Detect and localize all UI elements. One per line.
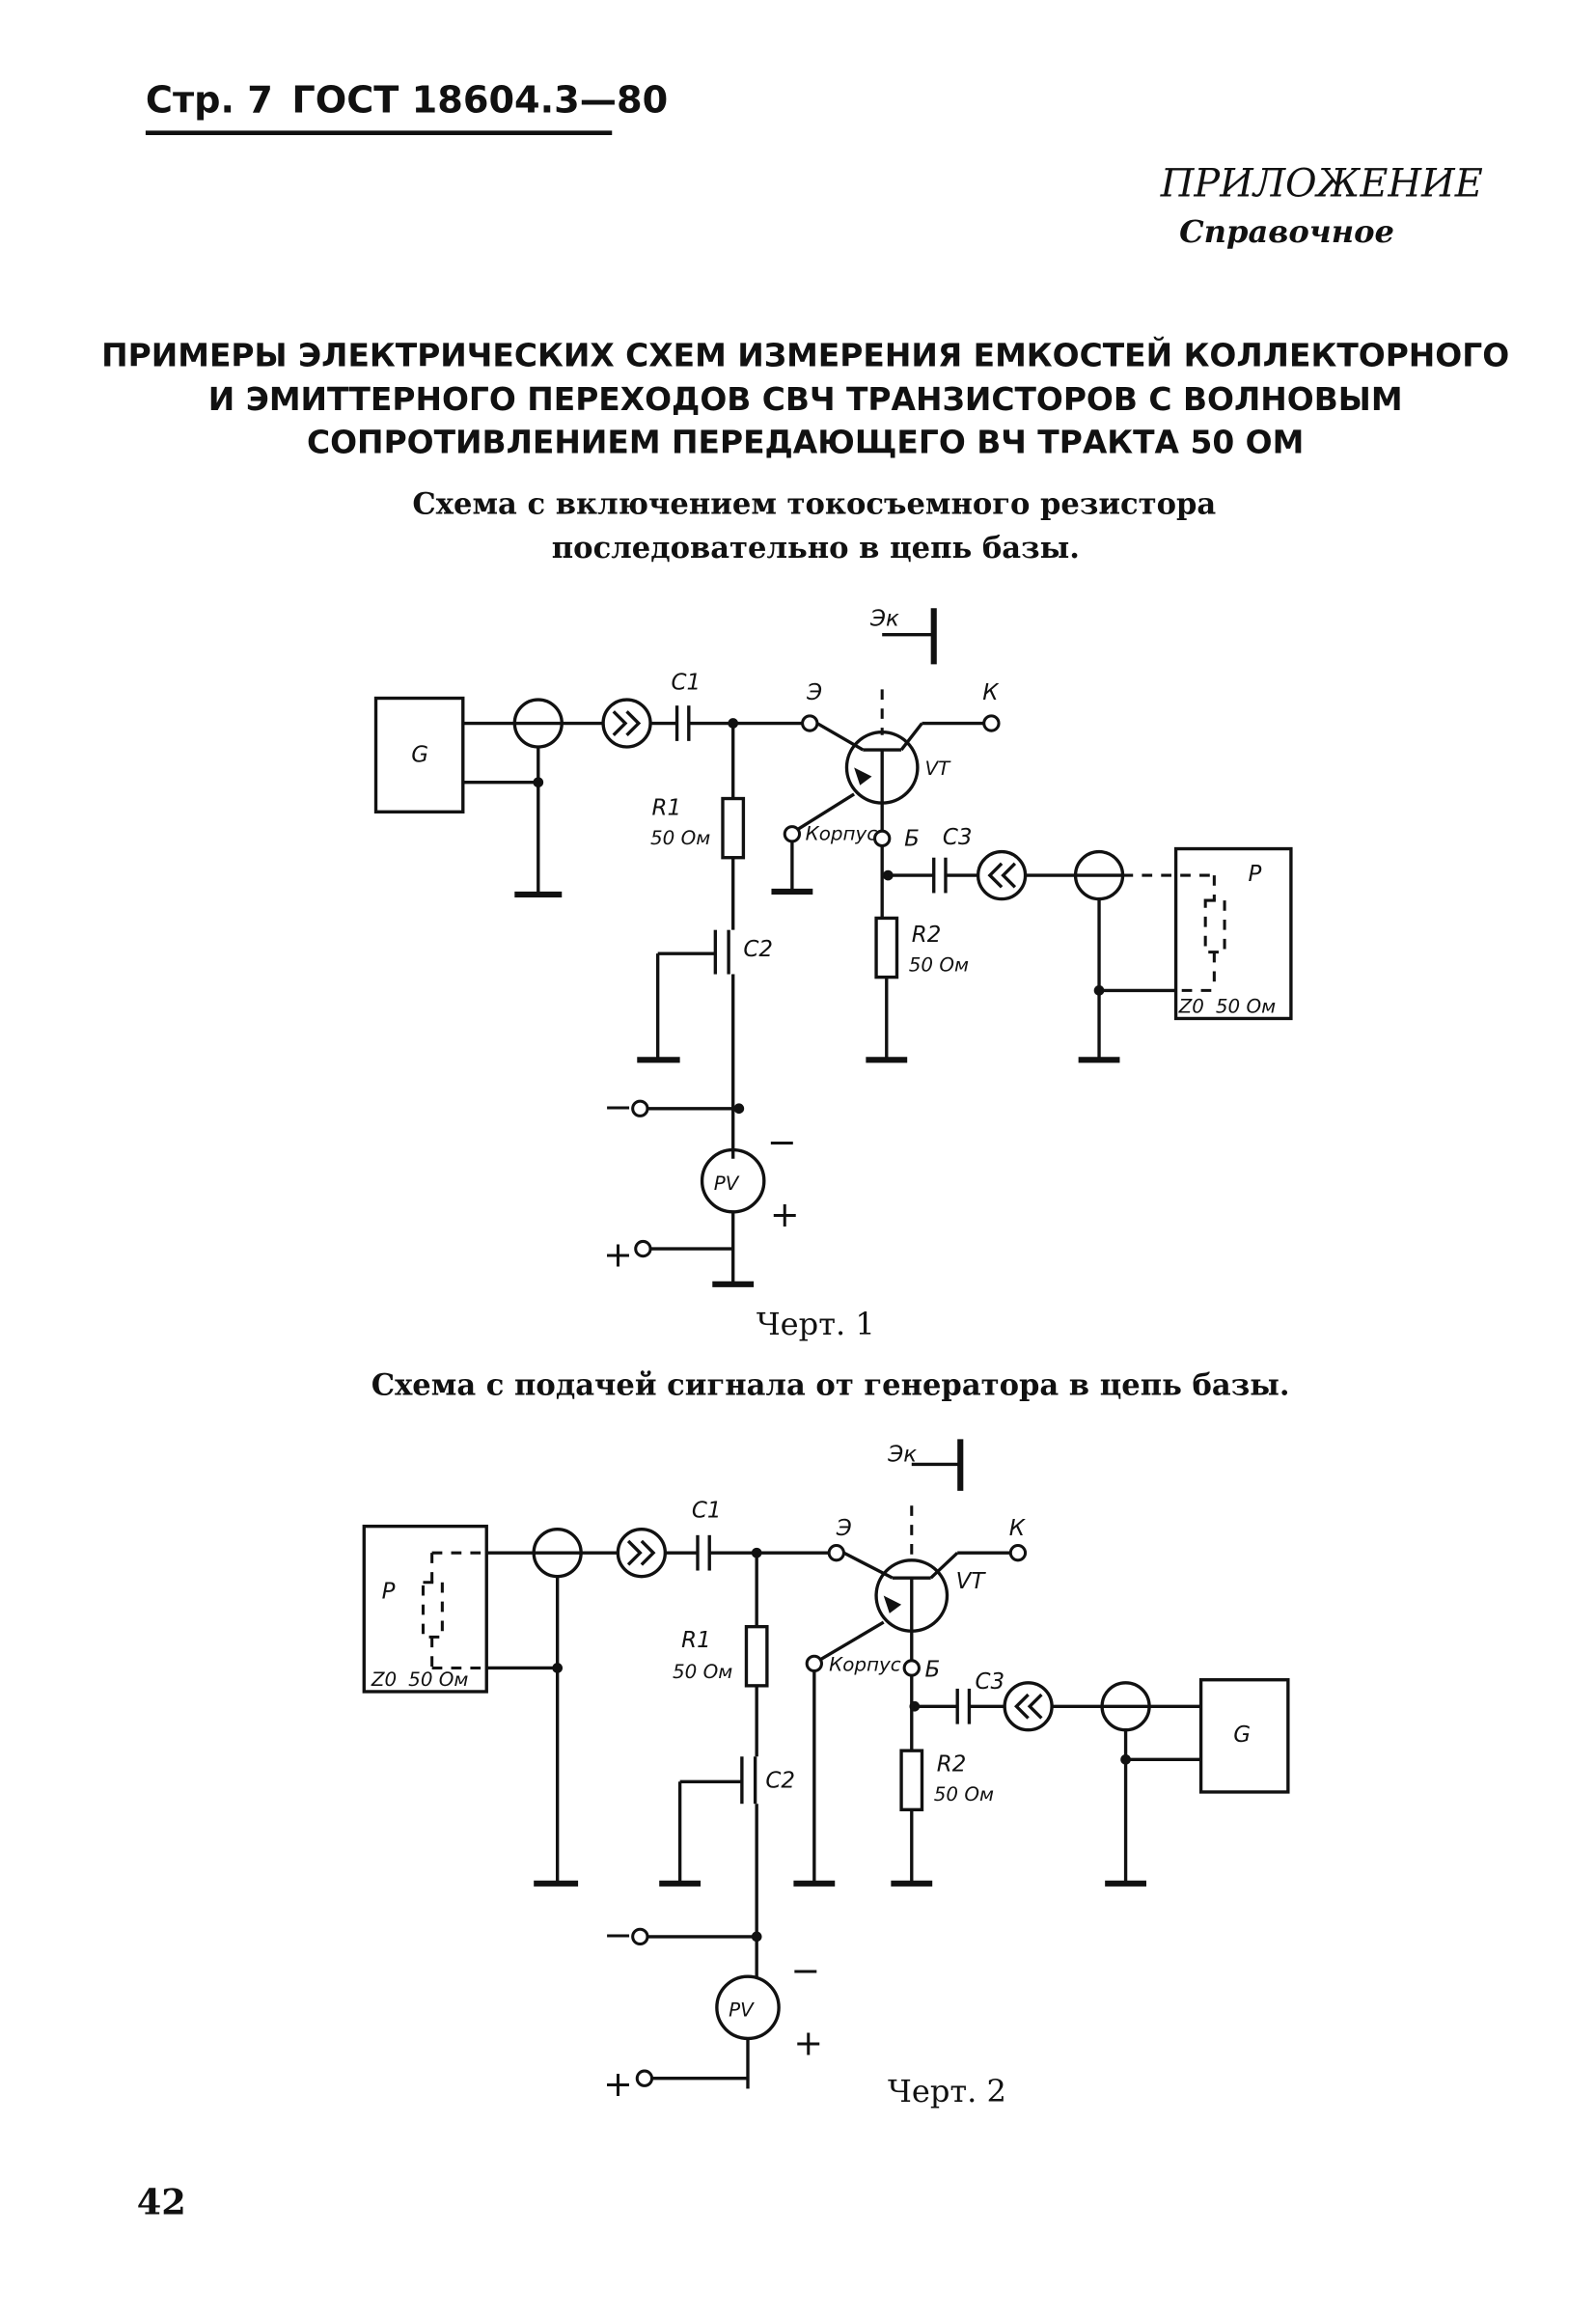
rf-connector-icon [976, 849, 1028, 901]
terminal-plus [635, 2069, 654, 2087]
case-terminal [805, 1654, 824, 1673]
heading-line-2: И ЭМИТТЕРНОГО ПЕРЕХОДОВ СВЧ ТРАНЗИСТОРОВ… [208, 380, 1403, 418]
emitter-terminal [827, 1544, 845, 1562]
r1-value: 50 Ом [650, 827, 710, 849]
rf-connector-icon [1003, 1681, 1054, 1732]
c3-label: C3 [976, 1669, 1005, 1695]
r2-value: 50 Ом [909, 954, 969, 977]
appendix-subtitle: Справочное [1179, 213, 1394, 250]
vt-label: VT [925, 758, 952, 780]
page-header: Стр. 7 ГОСТ 18604.3—80 [145, 79, 668, 135]
c1-label: C1 [692, 1498, 722, 1523]
circuit-diagram-1: G C1 R1 50 Ом C2 − P [373, 607, 1293, 1287]
resistor-r1 [721, 796, 746, 860]
c1-label: C1 [671, 670, 701, 695]
main-heading: ПРИМЕРЫ ЭЛЕКТРИЧЕСКИХ СХЕМ ИЗМЕРЕНИЯ ЕМК… [101, 335, 1509, 460]
pv-minus: − [767, 1121, 797, 1163]
r1-value: 50 Ом [673, 1661, 732, 1683]
caption-line-1: Схема с включением токосъемного резистор… [412, 486, 1216, 521]
z0-value: 50 Ом [1216, 995, 1276, 1017]
b-label: Б [904, 826, 920, 851]
circuit-diagram-2: P Z0 50 Ом C1 R1 50 Ом C2 [362, 1439, 1290, 2105]
figure-1-label: Черт. 1 [757, 1306, 875, 1342]
receiver-block [362, 1524, 488, 1694]
k-label: К [1009, 1516, 1027, 1541]
r2-value: 50 Ом [934, 1783, 994, 1806]
base-terminal [902, 1659, 921, 1677]
ek-label: Эк [887, 1442, 917, 1467]
b-label: Б [925, 1658, 941, 1683]
pv-plus: + [770, 1194, 800, 1235]
c3-label: C3 [943, 825, 973, 850]
minus-sign: − [603, 1915, 633, 1956]
p-label: P [1249, 862, 1262, 887]
r1-label: R1 [652, 795, 682, 820]
k-label: К [982, 680, 1000, 705]
emitter-terminal [801, 714, 819, 732]
resistor-r1 [744, 1624, 769, 1688]
z0-label: Z0 [1178, 995, 1204, 1017]
generator-block [373, 696, 465, 813]
collector-terminal [982, 714, 1001, 732]
pv-label: PV [729, 1999, 755, 2021]
coax-connector-input [532, 1528, 583, 1579]
r2-label: R2 [937, 1752, 967, 1778]
z0-label: Z0 [371, 1668, 397, 1691]
page-number: 42 [137, 2181, 186, 2222]
e-label: Э [806, 680, 822, 705]
generator-block [1198, 1678, 1290, 1794]
case-label: Корпус [806, 822, 878, 844]
c2-label: C2 [765, 1768, 795, 1793]
resistor-r2 [899, 1749, 924, 1812]
plus-sign: + [603, 1233, 633, 1275]
appendix-label: ПРИЛОЖЕНИЕ Справочное [1160, 161, 1483, 249]
minus-sign: − [603, 1086, 633, 1127]
z0-value: 50 Ом [408, 1668, 468, 1691]
r2-label: R2 [912, 923, 942, 948]
base-terminal [873, 829, 892, 848]
collector-terminal [1008, 1544, 1028, 1562]
rf-connector-icon [616, 1528, 668, 1579]
c2-label: C2 [743, 937, 773, 962]
receiver-block [1173, 846, 1293, 1021]
plus-sign: + [603, 2063, 633, 2105]
pv-minus: − [790, 1949, 820, 1991]
pv-label: PV [714, 1172, 740, 1195]
coax-connector-input [512, 698, 564, 749]
r1-label: R1 [681, 1628, 711, 1653]
coax-connector-output [1073, 849, 1125, 901]
terminal-minus [631, 1927, 649, 1946]
page-label: Стр. 7 [146, 79, 273, 122]
heading-line-1: ПРИМЕРЫ ЭЛЕКТРИЧЕСКИХ СХЕМ ИЗМЕРЕНИЯ ЕМК… [101, 335, 1509, 373]
heading-line-3: СОПРОТИВЛЕНИЕМ ПЕРЕДАЮЩЕГО ВЧ ТРАКТА 50 … [307, 424, 1304, 461]
appendix-title: ПРИЛОЖЕНИЕ [1160, 161, 1483, 206]
terminal-minus [631, 1099, 649, 1117]
vt-label: VT [956, 1569, 987, 1594]
terminal-plus [634, 1239, 652, 1258]
p-label: P [382, 1580, 396, 1605]
standard-number: ГОСТ 18604.3—80 [291, 79, 668, 122]
caption-line-2: последовательно в цепь базы. [552, 531, 1080, 565]
figure-2-caption: Схема с подачей сигнала от генератора в … [371, 1368, 1290, 1403]
figure-1-caption: Схема с включением токосъемного резистор… [412, 486, 1216, 565]
ek-label: Эк [869, 607, 899, 632]
coax-connector-output [1100, 1681, 1151, 1732]
resistor-r2 [874, 916, 899, 979]
case-label: Корпус [829, 1654, 901, 1676]
e-label: Э [836, 1516, 852, 1541]
generator-label: G [1233, 1723, 1251, 1748]
case-terminal [783, 825, 802, 843]
figure-2-label: Черт. 2 [888, 2073, 1006, 2109]
rf-connector-icon [601, 698, 652, 749]
generator-label: G [411, 742, 428, 767]
pv-plus: + [793, 2022, 823, 2063]
